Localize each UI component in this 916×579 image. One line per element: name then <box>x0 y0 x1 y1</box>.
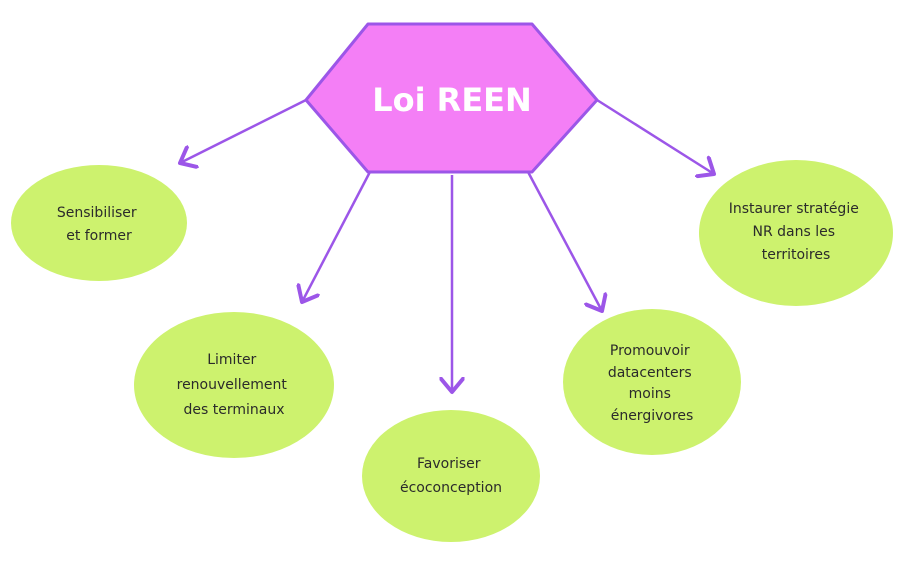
node-sensibiliser: Sensibiliser et former <box>11 165 187 281</box>
node-favoriser: Favoriser écoconception <box>362 410 540 542</box>
arrow-to-instaurer <box>596 98 714 174</box>
arrow-to-promouvoir <box>525 169 602 311</box>
node-promouvoir: Promouvoir datacenters moins énergivores <box>563 309 741 455</box>
arrow-to-limiter <box>302 167 374 302</box>
node-ellipse <box>563 309 741 455</box>
node-ellipse <box>134 312 334 458</box>
node-ellipse <box>699 160 893 306</box>
arrows <box>180 98 714 392</box>
center-node: Loi REEN <box>304 22 599 174</box>
center-hexagon <box>304 22 599 174</box>
node-ellipse <box>362 410 540 542</box>
node-label: Sensibiliser et former <box>57 205 141 244</box>
arrow-to-sensibiliser <box>180 98 307 163</box>
center-title: Loi REEN <box>372 81 532 119</box>
node-instaurer: Instaurer stratégie NR dans les territoi… <box>699 160 893 306</box>
node-ellipse <box>11 165 187 281</box>
node-label: Favoriser écoconception <box>400 456 502 496</box>
node-limiter: Limiter renouvellement des terminaux <box>134 312 334 458</box>
node-label: Promouvoir datacenters moins énergivores <box>608 343 696 424</box>
node-label: Instaurer stratégie NR dans les territoi… <box>729 201 864 263</box>
node-label: Limiter renouvellement des terminaux <box>177 352 292 418</box>
